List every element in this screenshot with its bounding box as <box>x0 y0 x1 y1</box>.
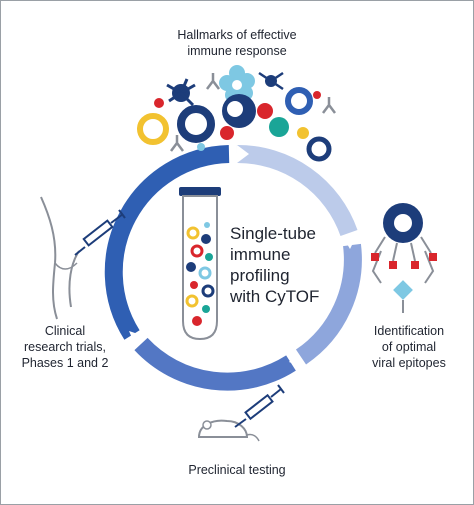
human-leg-syringe-icon <box>40 196 126 320</box>
left-label-line-2: research trials, <box>24 340 106 354</box>
center-label-line-2: immune <box>230 245 290 264</box>
center-label-line-4: with CyTOF <box>229 287 319 306</box>
arrow-head-bottom <box>289 353 302 367</box>
arrow-head-left <box>129 331 141 345</box>
left-label-line-3: Phases 1 and 2 <box>22 356 109 370</box>
syringe-icon-bottom <box>234 384 285 428</box>
top-label-line-2: immune response <box>187 44 286 58</box>
ring-segment-bottom <box>134 337 296 391</box>
center-label-line-3: profiling <box>230 266 290 285</box>
ring-segment-top-right <box>236 144 358 237</box>
center-label-line-1: Single-tube <box>230 224 316 243</box>
syringe-icon-left <box>74 209 126 256</box>
mouse-syringe-icon <box>197 384 285 442</box>
cycle-ring <box>104 144 362 391</box>
left-label-line-1: Clinical <box>45 324 85 338</box>
right-label-line-2: of optimal <box>382 340 436 354</box>
right-label-line-1: Identification <box>374 324 444 338</box>
arrow-head-top <box>237 145 249 163</box>
top-label-line-1: Hallmarks of effective <box>177 28 296 42</box>
bottom-label: Preclinical testing <box>188 463 285 477</box>
immune-cells-cluster-icon <box>137 65 336 162</box>
arrow-head-right <box>343 235 357 249</box>
right-label-line-3: viral epitopes <box>372 356 446 370</box>
ring-segment-left <box>104 145 230 340</box>
ring-segment-bottom-right <box>295 243 362 365</box>
test-tube-icon <box>179 187 221 341</box>
epitope-binding-icon <box>371 203 437 313</box>
